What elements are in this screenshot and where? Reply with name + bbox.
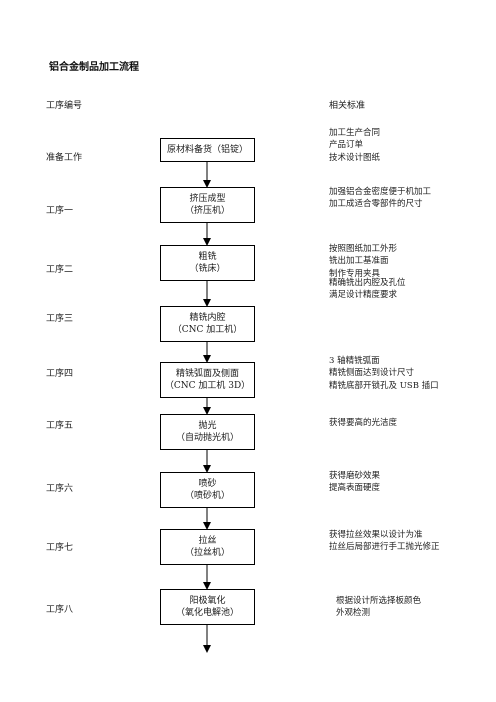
- standard-item: 精铣侧面达到设计尺寸: [329, 368, 415, 379]
- standards-list: 加强铝合金密度便于机加工加工成适合零部件的尺寸: [329, 186, 431, 211]
- process-box: 喷砂 （喷砂机）: [160, 472, 255, 508]
- step-label: 工序八: [46, 605, 74, 615]
- process-box-text: 抛光: [198, 420, 217, 431]
- process-box-text: （自动抛光机）: [175, 433, 239, 443]
- process-box: 原材料备货（铝锭）: [160, 138, 255, 162]
- process-box-text: （喷砂机）: [184, 491, 230, 501]
- process-box-text: （CNC 加工机 3D）: [164, 381, 251, 391]
- standard-item: 产品订单: [329, 140, 364, 151]
- page-title: 铝合金制品加工流程: [49, 62, 139, 73]
- standard-item: 制作专用夹具: [329, 268, 381, 279]
- process-box-text: 精铣内腔: [189, 312, 226, 323]
- standards-list: 获得要高的光洁度: [329, 417, 397, 429]
- step-label: 工序七: [46, 543, 74, 553]
- standard-item: 提高表面硬度: [329, 483, 381, 494]
- process-box-text: （拉丝机）: [184, 548, 230, 558]
- process-box-text: （CNC 加工机）: [172, 325, 243, 335]
- process-box: 精铣弧面及侧面 （CNC 加工机 3D）: [160, 362, 255, 398]
- step-label: 工序六: [46, 484, 74, 494]
- process-box-text: 喷砂: [198, 478, 217, 489]
- process-number-header: 工序编号: [46, 101, 83, 111]
- standard-item: 技术设计图纸: [329, 152, 381, 163]
- process-box: 拉丝 （拉丝机）: [160, 529, 255, 565]
- process-box: 粗铣 （铣床）: [160, 245, 255, 281]
- process-box-text: （铣床）: [189, 264, 226, 274]
- standards-list: 加工生产合同产品订单技术设计图纸: [329, 127, 380, 164]
- standard-item: 加强铝合金密度便于机加工: [329, 187, 432, 197]
- standard-item: 根据设计所选择板颜色: [336, 596, 422, 606]
- standard-item: 精铣底部开锁孔及 USB 插口: [329, 380, 439, 391]
- process-box-text: 拉丝: [198, 535, 217, 546]
- step-label: 工序二: [46, 265, 74, 275]
- standard-item: 外观检测: [336, 608, 371, 619]
- process-box: 挤压成型 （挤压机）: [160, 187, 255, 223]
- process-box-text: 挤压成型: [189, 193, 226, 204]
- standard-item: 获得要高的光洁度: [329, 418, 398, 428]
- standards-list: 获得磨砂效果提高表面硬度: [329, 470, 380, 495]
- process-box-text: （氧化电解池）: [175, 608, 239, 618]
- standard-item: 精确铣出内腔及孔位: [329, 278, 406, 288]
- step-label: 准备工作: [46, 153, 83, 163]
- process-box-text: 粗铣: [198, 251, 217, 262]
- standards-list: 按照图纸加工外形铣出加工基准面制作专用夹具: [329, 243, 397, 280]
- standard-item: 拉丝后局部进行手工抛光修正: [329, 542, 440, 553]
- standard-item: 获得拉丝效果以设计为准: [329, 530, 423, 540]
- step-label: 工序四: [46, 369, 74, 379]
- standard-item: 加工生产合同: [329, 128, 381, 138]
- process-box-text: 原材料备货（铝锭）: [166, 144, 248, 155]
- process-box: 阳极氧化 （氧化电解池）: [160, 589, 255, 625]
- process-box: 精铣内腔 （CNC 加工机）: [160, 306, 255, 342]
- step-label: 工序三: [46, 314, 74, 324]
- process-box-text: （挤压机）: [184, 206, 230, 216]
- standard-item: 加工成适合零部件的尺寸: [329, 199, 423, 210]
- standards-header: 相关标准: [329, 101, 366, 111]
- process-box: 抛光 （自动抛光机）: [160, 414, 255, 450]
- step-label: 工序五: [46, 421, 74, 431]
- standards-list: 获得拉丝效果以设计为准拉丝后局部进行手工抛光修正: [329, 529, 440, 554]
- standard-item: 按照图纸加工外形: [329, 244, 398, 254]
- standards-list: 精确铣出内腔及孔位满足设计精度要求: [329, 277, 406, 302]
- standards-list: 根据设计所选择板颜色外观检测: [336, 595, 421, 620]
- standard-item: 获得磨砂效果: [329, 471, 381, 481]
- standards-list: 3 轴精铣弧面精铣侧面达到设计尺寸精铣底部开锁孔及 USB 插口: [329, 355, 439, 392]
- process-box-text: 阳极氧化: [189, 595, 226, 606]
- process-box-text: 精铣弧面及侧面: [175, 368, 239, 379]
- standard-item: 铣出加工基准面: [329, 256, 389, 267]
- standard-item: 满足设计精度要求: [329, 290, 398, 301]
- standard-item: 3 轴精铣弧面: [329, 356, 380, 366]
- step-label: 工序一: [46, 206, 74, 216]
